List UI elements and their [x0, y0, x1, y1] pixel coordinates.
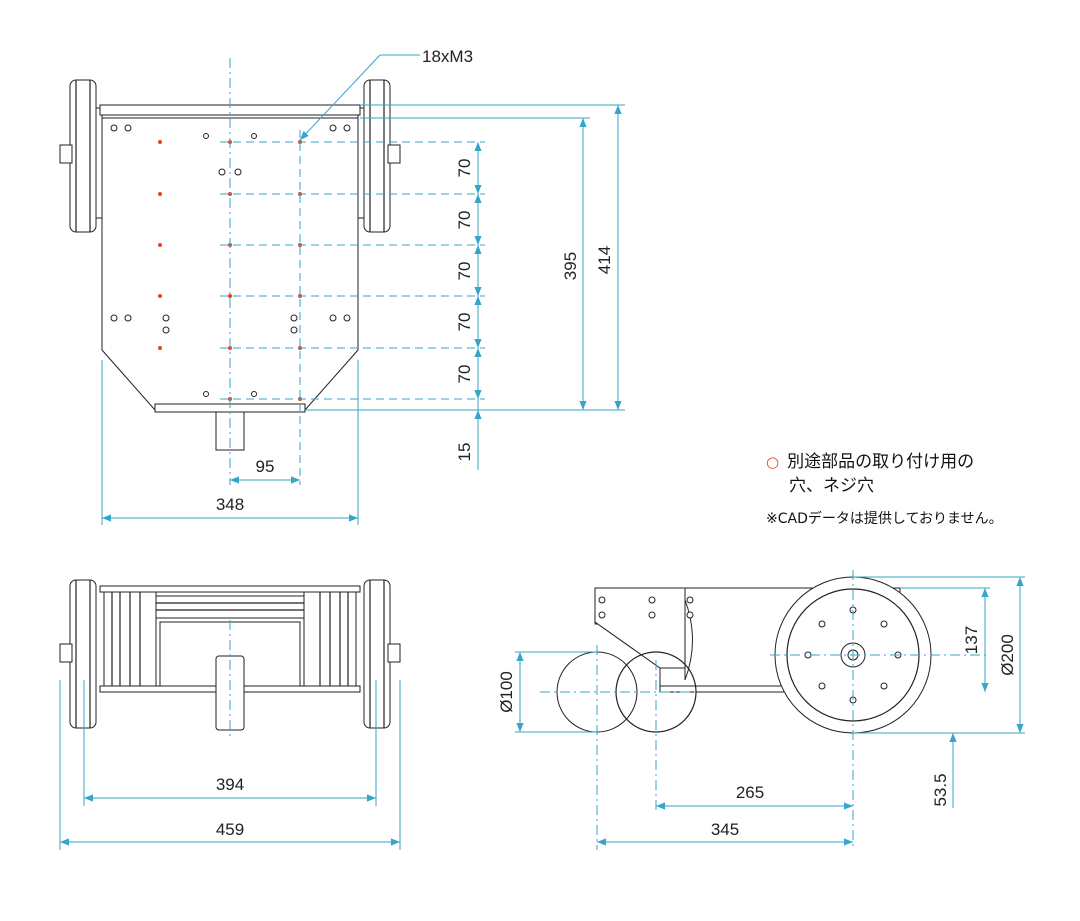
length-inner-label: 395: [561, 252, 580, 280]
wheel-diameter-label: Ø200: [998, 634, 1017, 676]
screw-holes: [110, 124, 351, 397]
right-wheel-top: [357, 79, 401, 233]
spacing-label-3: 70: [455, 262, 474, 281]
legend: ○ 別途部品の取り付け用の 穴、ネジ穴: [766, 450, 974, 498]
mounting-holes: [158, 140, 302, 401]
legend-line-2: 穴、ネジ穴: [789, 476, 874, 496]
top-view: 18xM3 70 70 70 70 70 15 395 414 95 348: [59, 47, 625, 525]
right-wheel-front: [363, 579, 401, 729]
front-view: 394 459: [59, 579, 401, 850]
caster-diameter-label: Ø100: [497, 671, 516, 713]
left-wheel-front: [59, 579, 97, 729]
dist-345-label: 345: [711, 820, 739, 839]
cad-note: ※CADデータは提供しておりません。: [766, 511, 1003, 527]
spacing-label-4: 70: [455, 313, 474, 332]
side-view: Ø100 Ø200 137 53.5 265 345: [497, 570, 1025, 850]
spacing-label-2: 70: [455, 211, 474, 230]
legend-marker: ○: [766, 453, 780, 471]
screw-callout-label: 18xM3: [422, 47, 473, 66]
bottom-offset-label: 15: [455, 443, 474, 462]
length-outer-label: 414: [595, 246, 614, 274]
body-width-label: 348: [216, 495, 244, 514]
side-screws: [598, 596, 694, 619]
height-137-label: 137: [962, 626, 981, 654]
spacing-label-5: 70: [455, 365, 474, 384]
legend-line-1: 別途部品の取り付け用の: [787, 452, 975, 472]
ground-clearance-label: 53.5: [931, 773, 950, 806]
left-wheel-top: [59, 79, 103, 233]
track-width-label: 394: [216, 775, 244, 794]
hole-offset-label: 95: [256, 457, 275, 476]
spacing-label-1: 70: [455, 159, 474, 178]
dist-265-label: 265: [736, 783, 764, 802]
overall-width-label: 459: [216, 820, 244, 839]
